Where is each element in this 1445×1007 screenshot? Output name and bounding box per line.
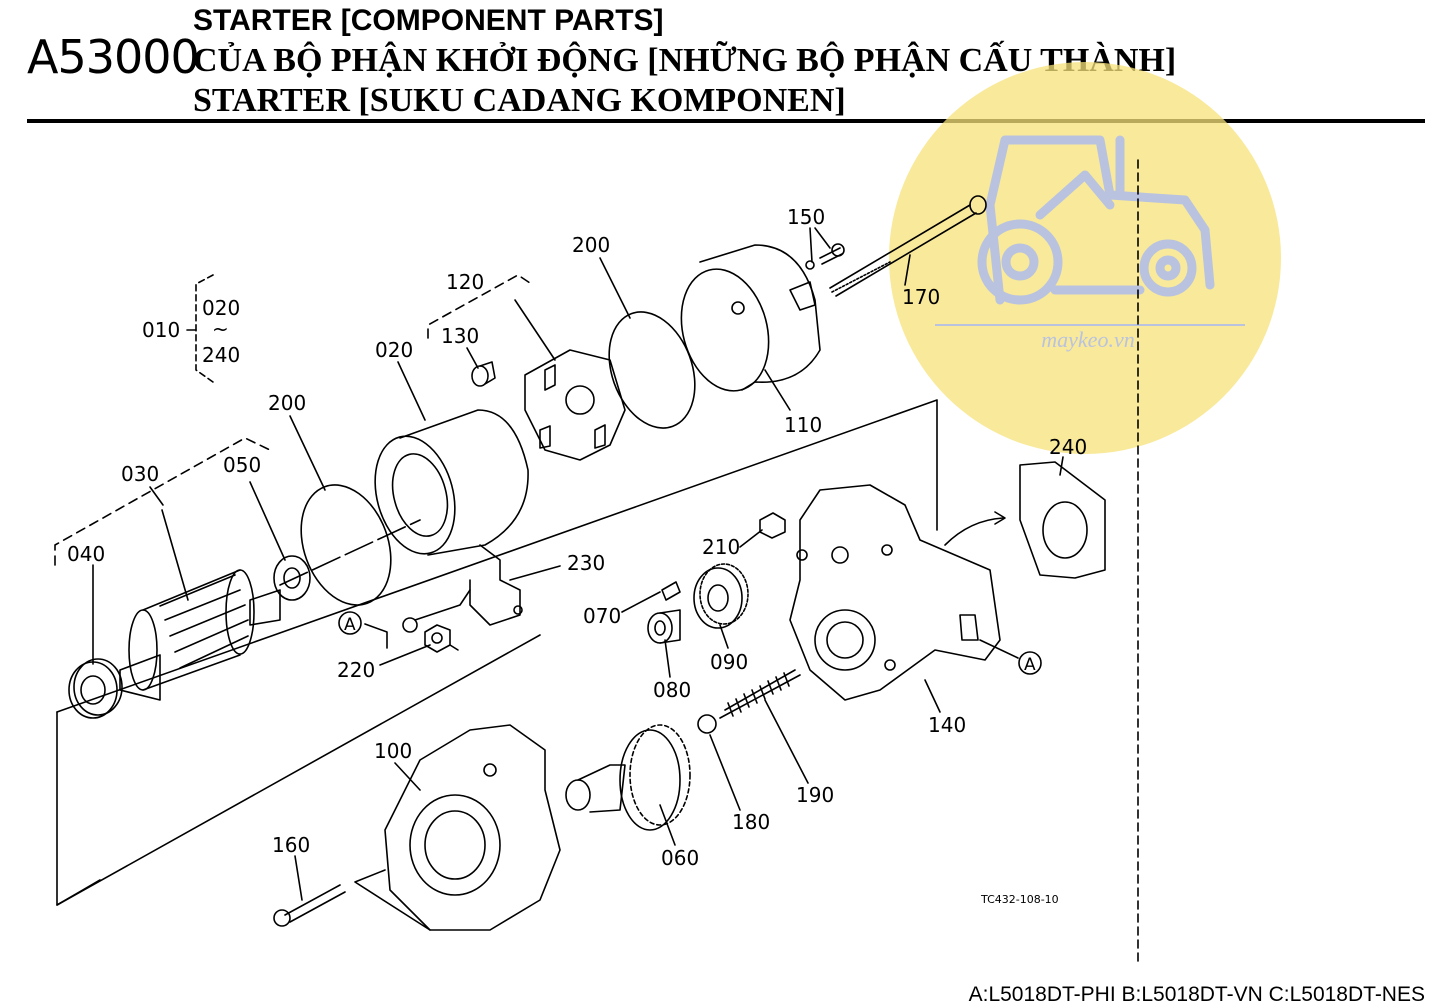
- part-110-end-cover: [680, 244, 821, 392]
- part-190-spring: [719, 669, 801, 719]
- part-240-gasket: [1019, 461, 1106, 579]
- ref-a-right-circle: [1018, 651, 1042, 675]
- callout-090: 090: [710, 650, 748, 674]
- page-code: A53000: [27, 30, 200, 84]
- part-210-nut: [759, 512, 786, 539]
- assembly-frame: [56, 399, 938, 906]
- callout-050: 050: [223, 453, 261, 477]
- drawing-code: TC432-108-10: [980, 893, 1059, 906]
- part-220-nut: [424, 624, 459, 653]
- callout-100: 100: [374, 739, 412, 763]
- tractor-icon: [977, 135, 1215, 305]
- title-vietnamese: CỦA BỘ PHẬN KHỞI ĐỘNG [NHỮNG BỘ PHẬN CẤU…: [193, 42, 1177, 79]
- part-080-retainer: [647, 609, 681, 644]
- callout-220: 220: [337, 658, 375, 682]
- callout-020: 020: [375, 338, 413, 362]
- callout-010: 010: [142, 318, 180, 342]
- header-rule: [27, 119, 1425, 123]
- callout-210: 210: [702, 535, 740, 559]
- callout-180: 180: [732, 810, 770, 834]
- part-060-pinion: [565, 724, 691, 831]
- model-footer: A:L5018DT-PHI B:L5018DT-VN C:L5018DT-NES: [968, 983, 1425, 1006]
- callout-070: 070: [583, 604, 621, 628]
- callout-020-range-start: 020: [202, 296, 240, 320]
- callout-160: 160: [272, 833, 310, 857]
- callout-140: 140: [928, 713, 966, 737]
- part-200-oring-right: [608, 311, 696, 429]
- callout-110: 110: [784, 413, 822, 437]
- ref-a-left-leader: [364, 623, 388, 649]
- callout-200-right: 200: [572, 233, 610, 257]
- callout-080: 080: [653, 678, 691, 702]
- group-bracket-030: [54, 437, 271, 566]
- ref-a-right: A: [1024, 655, 1036, 675]
- part-040-bearing: [68, 658, 123, 719]
- callout-060: 060: [661, 846, 699, 870]
- part-030-armature: [119, 569, 281, 701]
- ref-a-left: A: [344, 615, 356, 635]
- callout-labels: 010 020 ~ 240 020 030 040 050 060 070 08…: [67, 205, 1087, 906]
- callout-130: 130: [441, 324, 479, 348]
- part-170-through-bolt: [829, 195, 987, 297]
- arrow-curved: [944, 517, 1004, 546]
- part-020-yoke: [374, 409, 529, 626]
- part-160-bolt: [273, 884, 346, 927]
- ref-a-left-circle: [338, 611, 362, 635]
- callout-040: 040: [67, 542, 105, 566]
- watermark-text: maykeo.vn: [1041, 327, 1134, 352]
- callout-190: 190: [796, 783, 834, 807]
- part-100-front-housing: [384, 724, 561, 931]
- arrow-head: [994, 511, 1006, 525]
- callout-240: 240: [1049, 435, 1087, 459]
- watermark: maykeo.vn: [889, 62, 1281, 454]
- part-180-ball: [697, 714, 717, 734]
- group-bracket-010: [186, 274, 214, 383]
- part-230-lead-wire: [402, 589, 471, 633]
- part-140-housing: [789, 484, 1001, 701]
- callout-200-left: 200: [268, 391, 306, 415]
- title-indonesian: STARTER [SUKU CADANG KOMPONEN]: [193, 82, 846, 119]
- callout-030: 030: [121, 462, 159, 486]
- part-050-bearing: [273, 555, 311, 601]
- callout-150: 150: [787, 205, 825, 229]
- callout-range-tilde: ~: [212, 317, 229, 341]
- callout-240-range-end: 240: [202, 343, 240, 367]
- group-bracket-120: [427, 274, 531, 339]
- callout-120: 120: [446, 270, 484, 294]
- callout-230: 230: [567, 551, 605, 575]
- title-english: STARTER [COMPONENT PARTS]: [193, 4, 664, 37]
- part-070-roller: [661, 581, 681, 601]
- leader-lines: [92, 227, 1064, 931]
- part-090-idle-gear: [693, 563, 749, 629]
- part-120-brush-holder: [524, 349, 626, 461]
- callout-170: 170: [902, 285, 940, 309]
- part-130-grommet: [471, 361, 496, 387]
- part-200-oring-left: [300, 484, 392, 606]
- part-150-screw: [805, 243, 845, 270]
